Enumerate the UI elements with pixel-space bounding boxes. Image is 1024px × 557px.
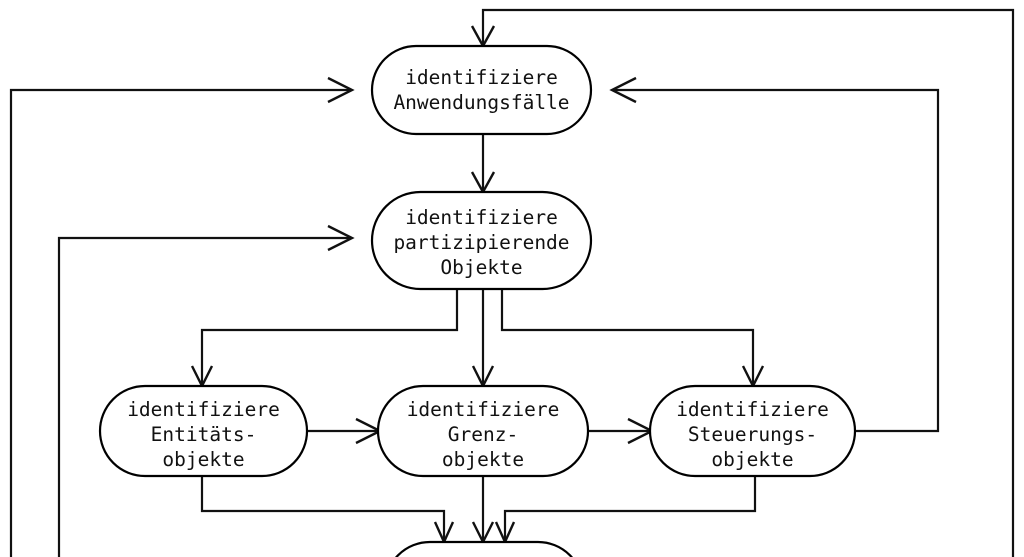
edge-partizipierende-right-branch [500, 289, 755, 384]
node-grenzobjekte-line-1: identifiziere [407, 398, 560, 421]
edge-entitaets-to-bottom-rail [200, 476, 446, 540]
edge-steuerungs-to-bottom-rail [503, 476, 757, 540]
node-partizipierende-objekte-line-1: identifiziere [405, 206, 558, 229]
node-grenzobjekte-shape[interactable] [376, 384, 590, 478]
node-identifiziere-steuerungsobjekte[interactable]: identifiziere Steuerungs- objekte [648, 384, 857, 478]
node-bottom-partial-shape[interactable] [385, 540, 583, 557]
edge-steuerungs-feedback-rail [614, 88, 940, 433]
node-identifiziere-partizipierende-objekte[interactable]: identifiziere partizipierende Objekte [370, 190, 593, 291]
node-partizipierende-objekte-line-3: Objekte [440, 256, 522, 279]
edge-right-outer-rail [481, 8, 1015, 557]
node-grenzobjekte-line-2: Grenz- [448, 423, 518, 446]
edge-left-outer-feedback-rail [9, 88, 350, 557]
node-bottom-partial[interactable] [385, 540, 583, 557]
node-anwendungsfaelle-shape[interactable] [370, 44, 593, 136]
node-partizipierende-objekte-shape[interactable] [370, 190, 593, 291]
node-anwendungsfaelle-line-1: identifiziere [405, 66, 558, 89]
arrowhead-left-outer-into-anwendungsfaelle [327, 76, 355, 104]
node-anwendungsfaelle-line-2: Anwendungsfälle [393, 91, 569, 114]
nodes-layer: identifiziere Anwendungsfälle identifizi… [98, 44, 857, 557]
node-grenzobjekte-line-3: objekte [442, 448, 524, 471]
node-steuerungsobjekte-line-1: identifiziere [676, 398, 829, 421]
node-entitaetsobjekte-line-1: identifiziere [127, 398, 280, 421]
node-identifiziere-entitaetsobjekte[interactable]: identifiziere Entitäts- objekte [98, 384, 309, 478]
node-steuerungsobjekte-line-2: Steuerungs- [688, 423, 817, 446]
node-identifiziere-anwendungsfaelle[interactable]: identifiziere Anwendungsfälle [370, 44, 593, 136]
node-entitaetsobjekte-line-3: objekte [162, 448, 244, 471]
edge-left-inner-feedback-rail [57, 236, 350, 557]
node-identifiziere-grenzobjekte[interactable]: identifiziere Grenz- objekte [376, 384, 590, 478]
edge-partizipierende-left-branch [200, 289, 459, 384]
node-entitaetsobjekte-line-2: Entitäts- [151, 423, 257, 446]
edges-layer [9, 8, 1015, 557]
arrowhead-left-inner-into-partizipierende [327, 224, 355, 252]
node-partizipierende-objekte-line-2: partizipierende [393, 231, 569, 254]
node-steuerungsobjekte-line-3: objekte [711, 448, 793, 471]
node-steuerungsobjekte-shape[interactable] [648, 384, 857, 478]
arrowhead-feedback-into-anwendungsfaelle-right [609, 76, 637, 104]
node-entitaetsobjekte-shape[interactable] [98, 384, 309, 478]
